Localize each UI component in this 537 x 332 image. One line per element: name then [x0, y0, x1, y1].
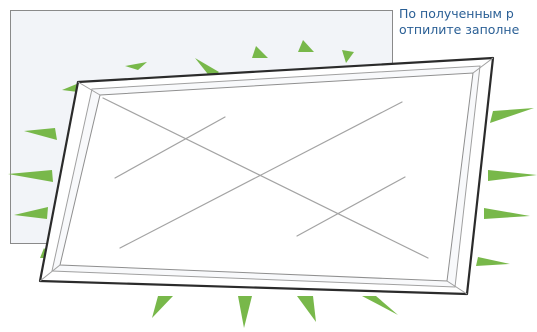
- spike: [297, 296, 316, 322]
- instruction-caption: По полученным р отпилите заполне: [399, 6, 537, 38]
- spike: [152, 296, 173, 318]
- spike: [484, 208, 530, 219]
- spike: [238, 296, 252, 328]
- caption-line-2: отпилите заполне: [399, 22, 537, 38]
- spike: [488, 170, 537, 181]
- spike: [490, 108, 534, 123]
- caption-line-1: По полученным р: [399, 6, 537, 22]
- spike: [362, 296, 398, 315]
- spike: [476, 257, 510, 266]
